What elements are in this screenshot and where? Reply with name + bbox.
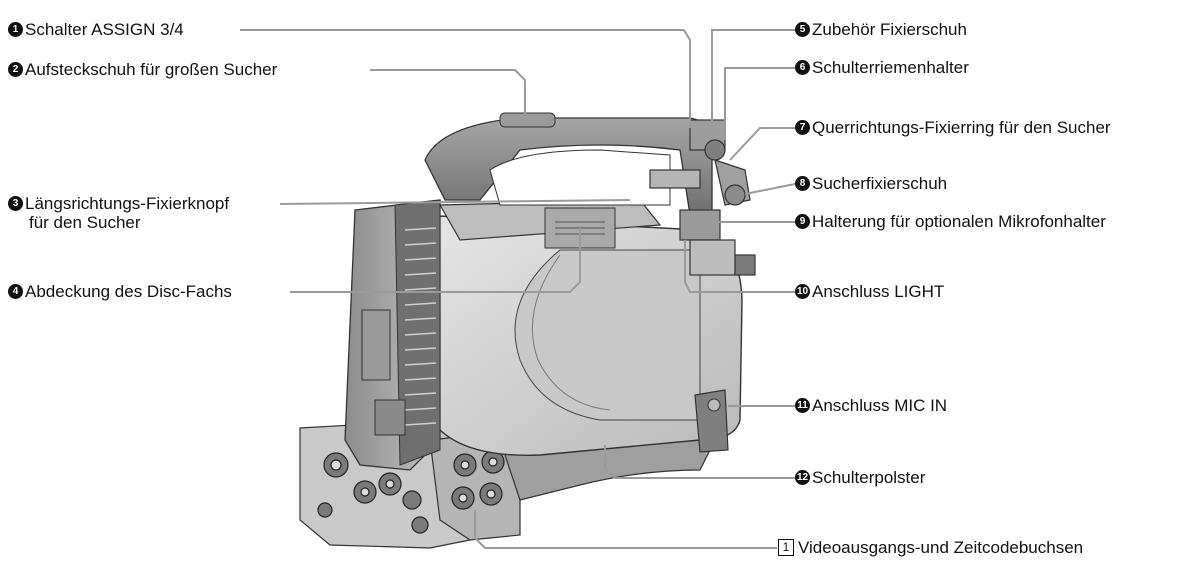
leader-3	[280, 200, 630, 204]
callout-badge: 9	[795, 214, 810, 229]
leader-section	[475, 510, 777, 548]
callout-badge: 7	[795, 120, 810, 135]
callout-11: 11 Anschluss MIC IN	[795, 396, 947, 415]
callout-12: 12 Schulterpolster	[795, 468, 925, 487]
callout-badge: 1	[8, 22, 23, 37]
callout-1: 1 Schalter ASSIGN 3/4	[8, 20, 184, 39]
callout-badge: 12	[795, 470, 810, 485]
section-text: Videoausgangs-und Zeitcodebuchsen	[798, 538, 1083, 557]
callout-badge: 6	[795, 60, 810, 75]
callout-text: Schalter ASSIGN 3/4	[25, 20, 184, 39]
callout-text: Halterung für optionalen Mikrofonhalter	[812, 212, 1106, 231]
callout-text: Längsrichtungs-Fixierknopf	[25, 194, 229, 213]
callout-10: 10 Anschluss LIGHT	[795, 282, 944, 301]
callout-text: Aufsteckschuh für großen Sucher	[25, 60, 277, 79]
callout-badge: 10	[795, 284, 810, 299]
callout-8: 8 Sucherfixierschuh	[795, 174, 947, 193]
callout-badge: 8	[795, 176, 810, 191]
callout-2: 2 Aufsteckschuh für großen Sucher	[8, 60, 277, 79]
callout-badge: 11	[795, 398, 810, 413]
callout-7: 7 Querrichtungs-Fixierring für den Suche…	[795, 118, 1111, 137]
section-badge: 1	[778, 539, 794, 556]
leader-2	[370, 70, 525, 118]
leader-1	[240, 30, 690, 128]
callout-badge: 3	[8, 196, 23, 211]
callout-text: Zubehör Fixierschuh	[812, 20, 967, 39]
leader-7	[730, 128, 795, 160]
section-reference: 1 Videoausgangs-und Zeitcodebuchsen	[778, 538, 1083, 557]
callout-badge: 5	[795, 22, 810, 37]
callout-badge: 2	[8, 62, 23, 77]
callout-6: 6 Schulterriemenhalter	[795, 58, 969, 77]
leader-10	[685, 240, 795, 292]
callout-text: Schulterpolster	[812, 468, 925, 487]
callout-text: Querrichtungs-Fixierring für den Sucher	[812, 118, 1111, 137]
callout-text: Anschluss LIGHT	[812, 282, 944, 301]
callout-text: Anschluss MIC IN	[812, 396, 947, 415]
leader-12	[605, 445, 795, 478]
callout-badge: 4	[8, 284, 23, 299]
callout-text: Schulterriemenhalter	[812, 58, 969, 77]
callout-3: 3 Längsrichtungs-Fixierknopf für den Suc…	[8, 194, 229, 232]
callout-5: 5 Zubehör Fixierschuh	[795, 20, 967, 39]
callout-text: Sucherfixierschuh	[812, 174, 947, 193]
callout-9: 9 Halterung für optionalen Mikrofonhalte…	[795, 212, 1106, 231]
leader-8	[745, 184, 795, 194]
callout-text-line2: für den Sucher	[25, 213, 229, 232]
callout-4: 4 Abdeckung des Disc-Fachs	[8, 282, 232, 301]
callout-text: Abdeckung des Disc-Fachs	[25, 282, 232, 301]
leader-4	[290, 228, 580, 292]
